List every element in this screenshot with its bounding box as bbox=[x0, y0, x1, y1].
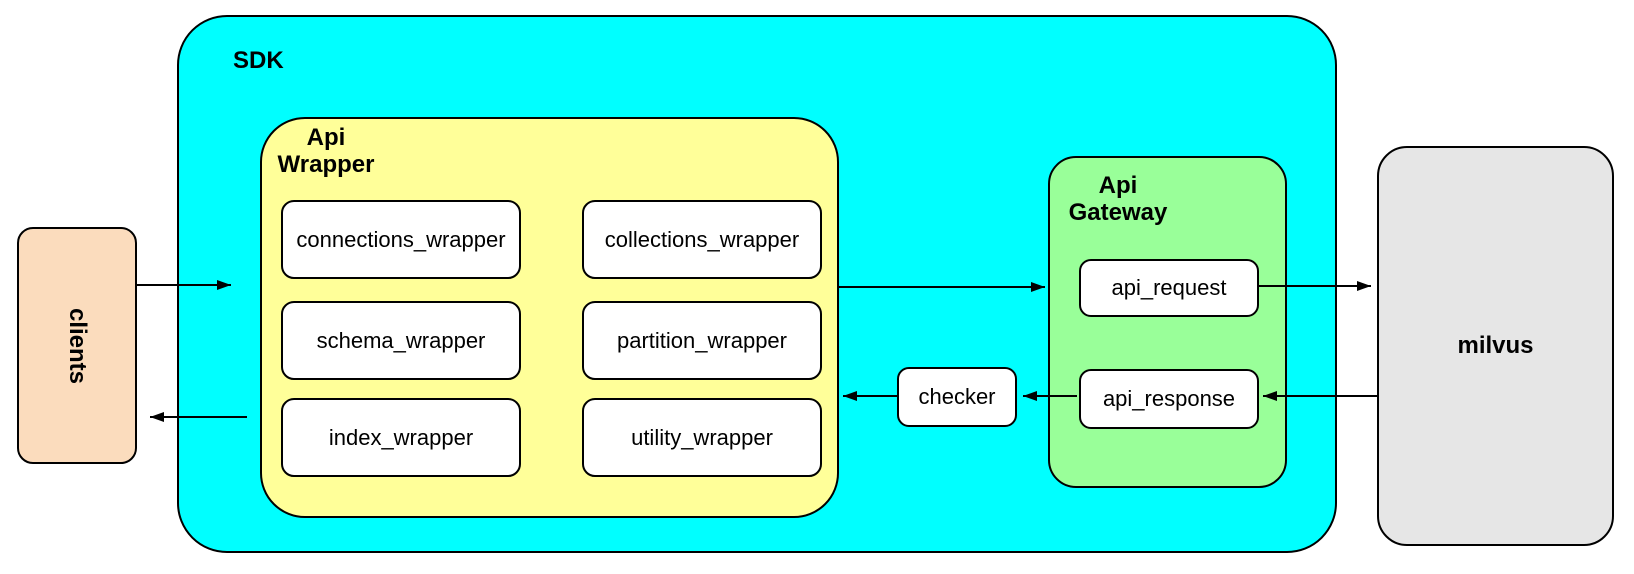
clients-label: clients bbox=[64, 307, 91, 384]
api-wrapper-label-line1: Api bbox=[306, 124, 346, 151]
schema-wrapper-node: schema_wrapper bbox=[281, 301, 521, 380]
api-wrapper-label-line2: Wrapper bbox=[277, 151, 375, 178]
utility-wrapper-node: utility_wrapper bbox=[582, 398, 822, 477]
milvus-label: milvus bbox=[1457, 332, 1534, 359]
api-response-node: api_response bbox=[1079, 369, 1259, 429]
sdk-label: SDK bbox=[233, 47, 284, 74]
partition-wrapper-node: partition_wrapper bbox=[582, 301, 822, 380]
api-wrapper-container: Api Wrapper connections_wrapper collecti… bbox=[260, 117, 839, 518]
api-wrapper-label: Api Wrapper bbox=[267, 124, 385, 178]
milvus-node: milvus bbox=[1377, 146, 1614, 546]
index-wrapper-node: index_wrapper bbox=[281, 398, 521, 477]
api-request-node: api_request bbox=[1079, 259, 1259, 317]
api-gateway-label: Api Gateway bbox=[1062, 172, 1174, 226]
collections-wrapper-node: collections_wrapper bbox=[582, 200, 822, 279]
api-gateway-container: Api Gateway api_request api_response bbox=[1048, 156, 1287, 488]
clients-node: clients bbox=[17, 227, 137, 464]
api-gateway-label-line2: Gateway bbox=[1068, 199, 1168, 226]
checker-node: checker bbox=[897, 367, 1017, 427]
api-gateway-label-line1: Api bbox=[1098, 172, 1138, 199]
connections-wrapper-node: connections_wrapper bbox=[281, 200, 521, 279]
